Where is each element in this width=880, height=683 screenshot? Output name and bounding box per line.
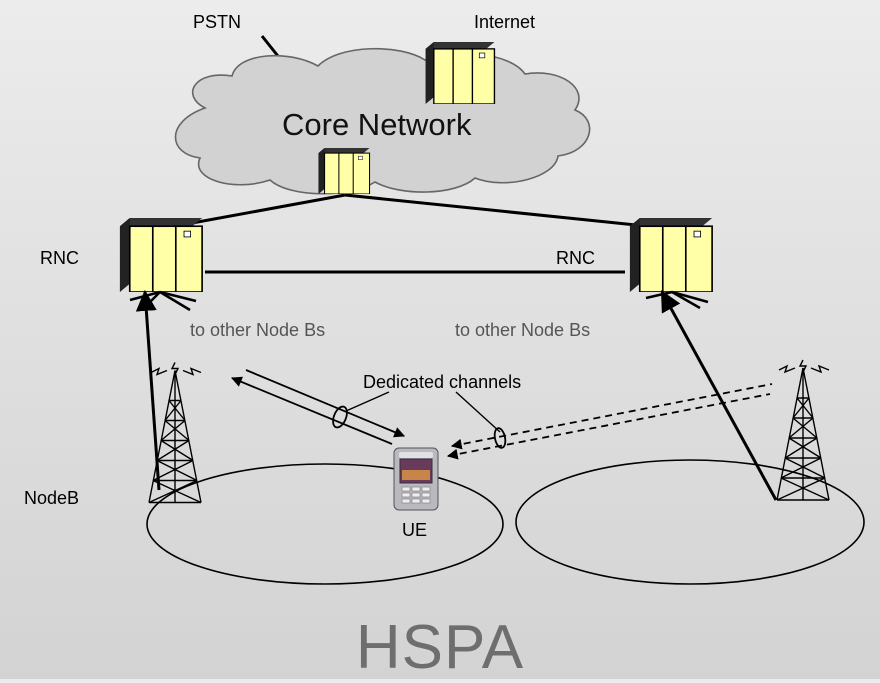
ue-label: UE [402, 520, 428, 540]
tower-icon [776, 359, 830, 501]
core-network-label: Core Network [282, 107, 472, 142]
channel-bundle-right [493, 427, 507, 449]
server-icon [628, 218, 714, 292]
server-icon [118, 218, 204, 292]
pstn-label: PSTN [193, 12, 242, 32]
nodeb-left-to-rnc-arrow [135, 289, 161, 491]
phone-icon [393, 447, 439, 511]
link-core-rnc-right [344, 193, 666, 230]
nodeb-cell-right [515, 459, 865, 585]
rnc-left-label: RNC [40, 248, 79, 268]
nodeb-label: NodeB [24, 488, 80, 508]
dedicated-channels-label: Dedicated channels [363, 372, 522, 392]
server-icon [317, 148, 371, 194]
rnc-right-label: RNC [556, 248, 595, 268]
dedicated-channel-left [231, 369, 405, 445]
page-title: HSPA [355, 613, 525, 682]
internet-label: Internet [474, 12, 536, 32]
other-nodebs-right-label: to other Node Bs [455, 320, 591, 340]
tower-icon [148, 361, 202, 504]
server-icon [424, 42, 496, 104]
other-nodebs-left-label: to other Node Bs [190, 320, 326, 340]
nodeb-cell-left [146, 463, 504, 585]
nodeb-right-to-rnc-arrow [660, 290, 778, 501]
